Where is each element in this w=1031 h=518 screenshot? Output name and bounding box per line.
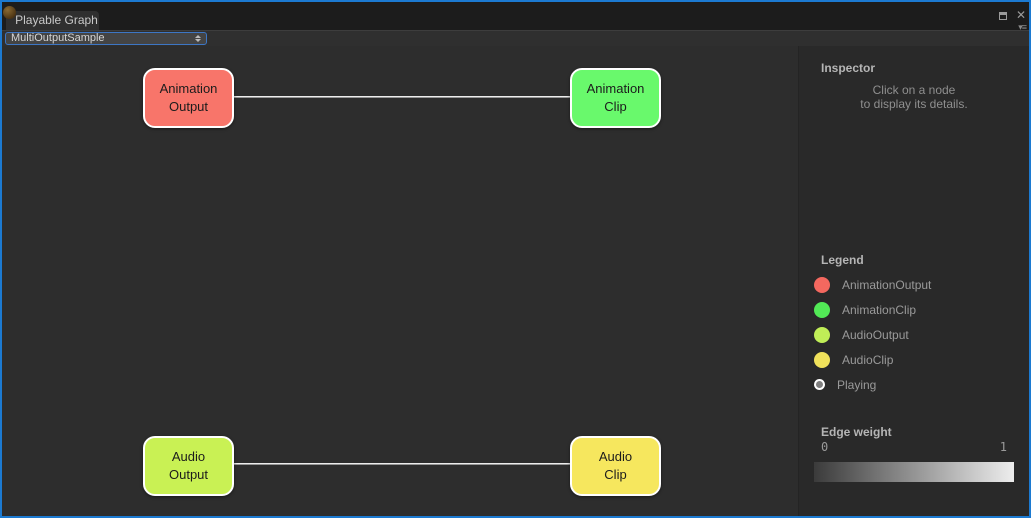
window-menu-icon[interactable]: ▾≡ bbox=[1018, 22, 1027, 32]
playable-graph-asset-icon bbox=[3, 6, 16, 19]
tab-playable-graph[interactable]: Playable Graph bbox=[6, 11, 99, 30]
node-animation-output[interactable]: Animation Output bbox=[143, 68, 234, 128]
legend-dot-audio-clip bbox=[814, 351, 830, 368]
graph-selector-dropdown[interactable]: MultiOutputSample bbox=[5, 32, 207, 45]
legend-item: AudioClip bbox=[814, 347, 1019, 372]
node-label: Animation bbox=[586, 81, 645, 96]
graph-canvas[interactable]: Animation Output Animation Clip Audio Ou… bbox=[2, 46, 798, 516]
inspector-panel: Inspector Click on a node to display its… bbox=[798, 46, 1029, 516]
legend-label: AudioClip bbox=[842, 352, 894, 367]
edge-weight-gradient bbox=[814, 462, 1014, 482]
edge-weight-min: 0 bbox=[821, 440, 829, 454]
legend-dot-animation-clip bbox=[814, 301, 830, 318]
legend-label: AnimationClip bbox=[842, 302, 917, 317]
legend-item: AnimationClip bbox=[814, 297, 1019, 322]
toolbar: MultiOutputSample bbox=[2, 30, 1029, 46]
tab-label: Playable Graph bbox=[15, 13, 98, 27]
legend-item: AudioOutput bbox=[814, 322, 1019, 347]
node-label: Audio bbox=[171, 449, 206, 464]
node-audio-output[interactable]: Audio Output bbox=[143, 436, 234, 496]
inspector-title: Inspector bbox=[821, 61, 876, 75]
inspector-hint-line1: Click on a node bbox=[872, 83, 956, 97]
node-animation-clip[interactable]: Animation Clip bbox=[570, 68, 661, 128]
node-label: Output bbox=[168, 467, 209, 482]
legend-dot-animation-output bbox=[814, 276, 830, 293]
legend-item: AnimationOutput bbox=[814, 272, 1019, 297]
dropdown-arrows-icon bbox=[195, 35, 201, 42]
legend-list: AnimationOutput AnimationClip AudioOutpu… bbox=[814, 272, 1019, 397]
legend-dot-playing bbox=[814, 379, 825, 390]
legend-label: AnimationOutput bbox=[842, 277, 932, 292]
edge-weight-max: 1 bbox=[999, 440, 1007, 454]
node-label: Audio bbox=[598, 449, 633, 464]
legend-title: Legend bbox=[821, 253, 864, 267]
legend-label: AudioOutput bbox=[842, 327, 909, 342]
legend-label: Playing bbox=[837, 377, 877, 392]
node-label: Animation bbox=[159, 81, 218, 96]
maximize-icon[interactable] bbox=[999, 12, 1007, 20]
edge-weight-title: Edge weight bbox=[821, 425, 892, 439]
node-label: Clip bbox=[604, 99, 627, 114]
graph-selector-value: MultiOutputSample bbox=[11, 32, 105, 44]
inspector-hint-line2: to display its details. bbox=[860, 97, 968, 111]
node-label: Output bbox=[168, 99, 209, 114]
window-header: Playable Graph ✕ ▾≡ MultiOutputSample bbox=[2, 2, 1029, 46]
node-audio-clip[interactable]: Audio Clip bbox=[570, 436, 661, 496]
close-icon[interactable]: ✕ bbox=[1015, 8, 1026, 22]
edge-animation bbox=[231, 96, 572, 98]
node-label: Clip bbox=[604, 467, 627, 482]
main-area: Animation Output Animation Clip Audio Ou… bbox=[2, 46, 1029, 516]
legend-dot-audio-output bbox=[814, 326, 830, 343]
inspector-hint: Click on a node to display its details. bbox=[799, 83, 1029, 111]
edge-audio bbox=[231, 463, 572, 465]
legend-item: Playing bbox=[814, 372, 1019, 397]
edge-weight-scale: 0 1 bbox=[821, 440, 1007, 454]
